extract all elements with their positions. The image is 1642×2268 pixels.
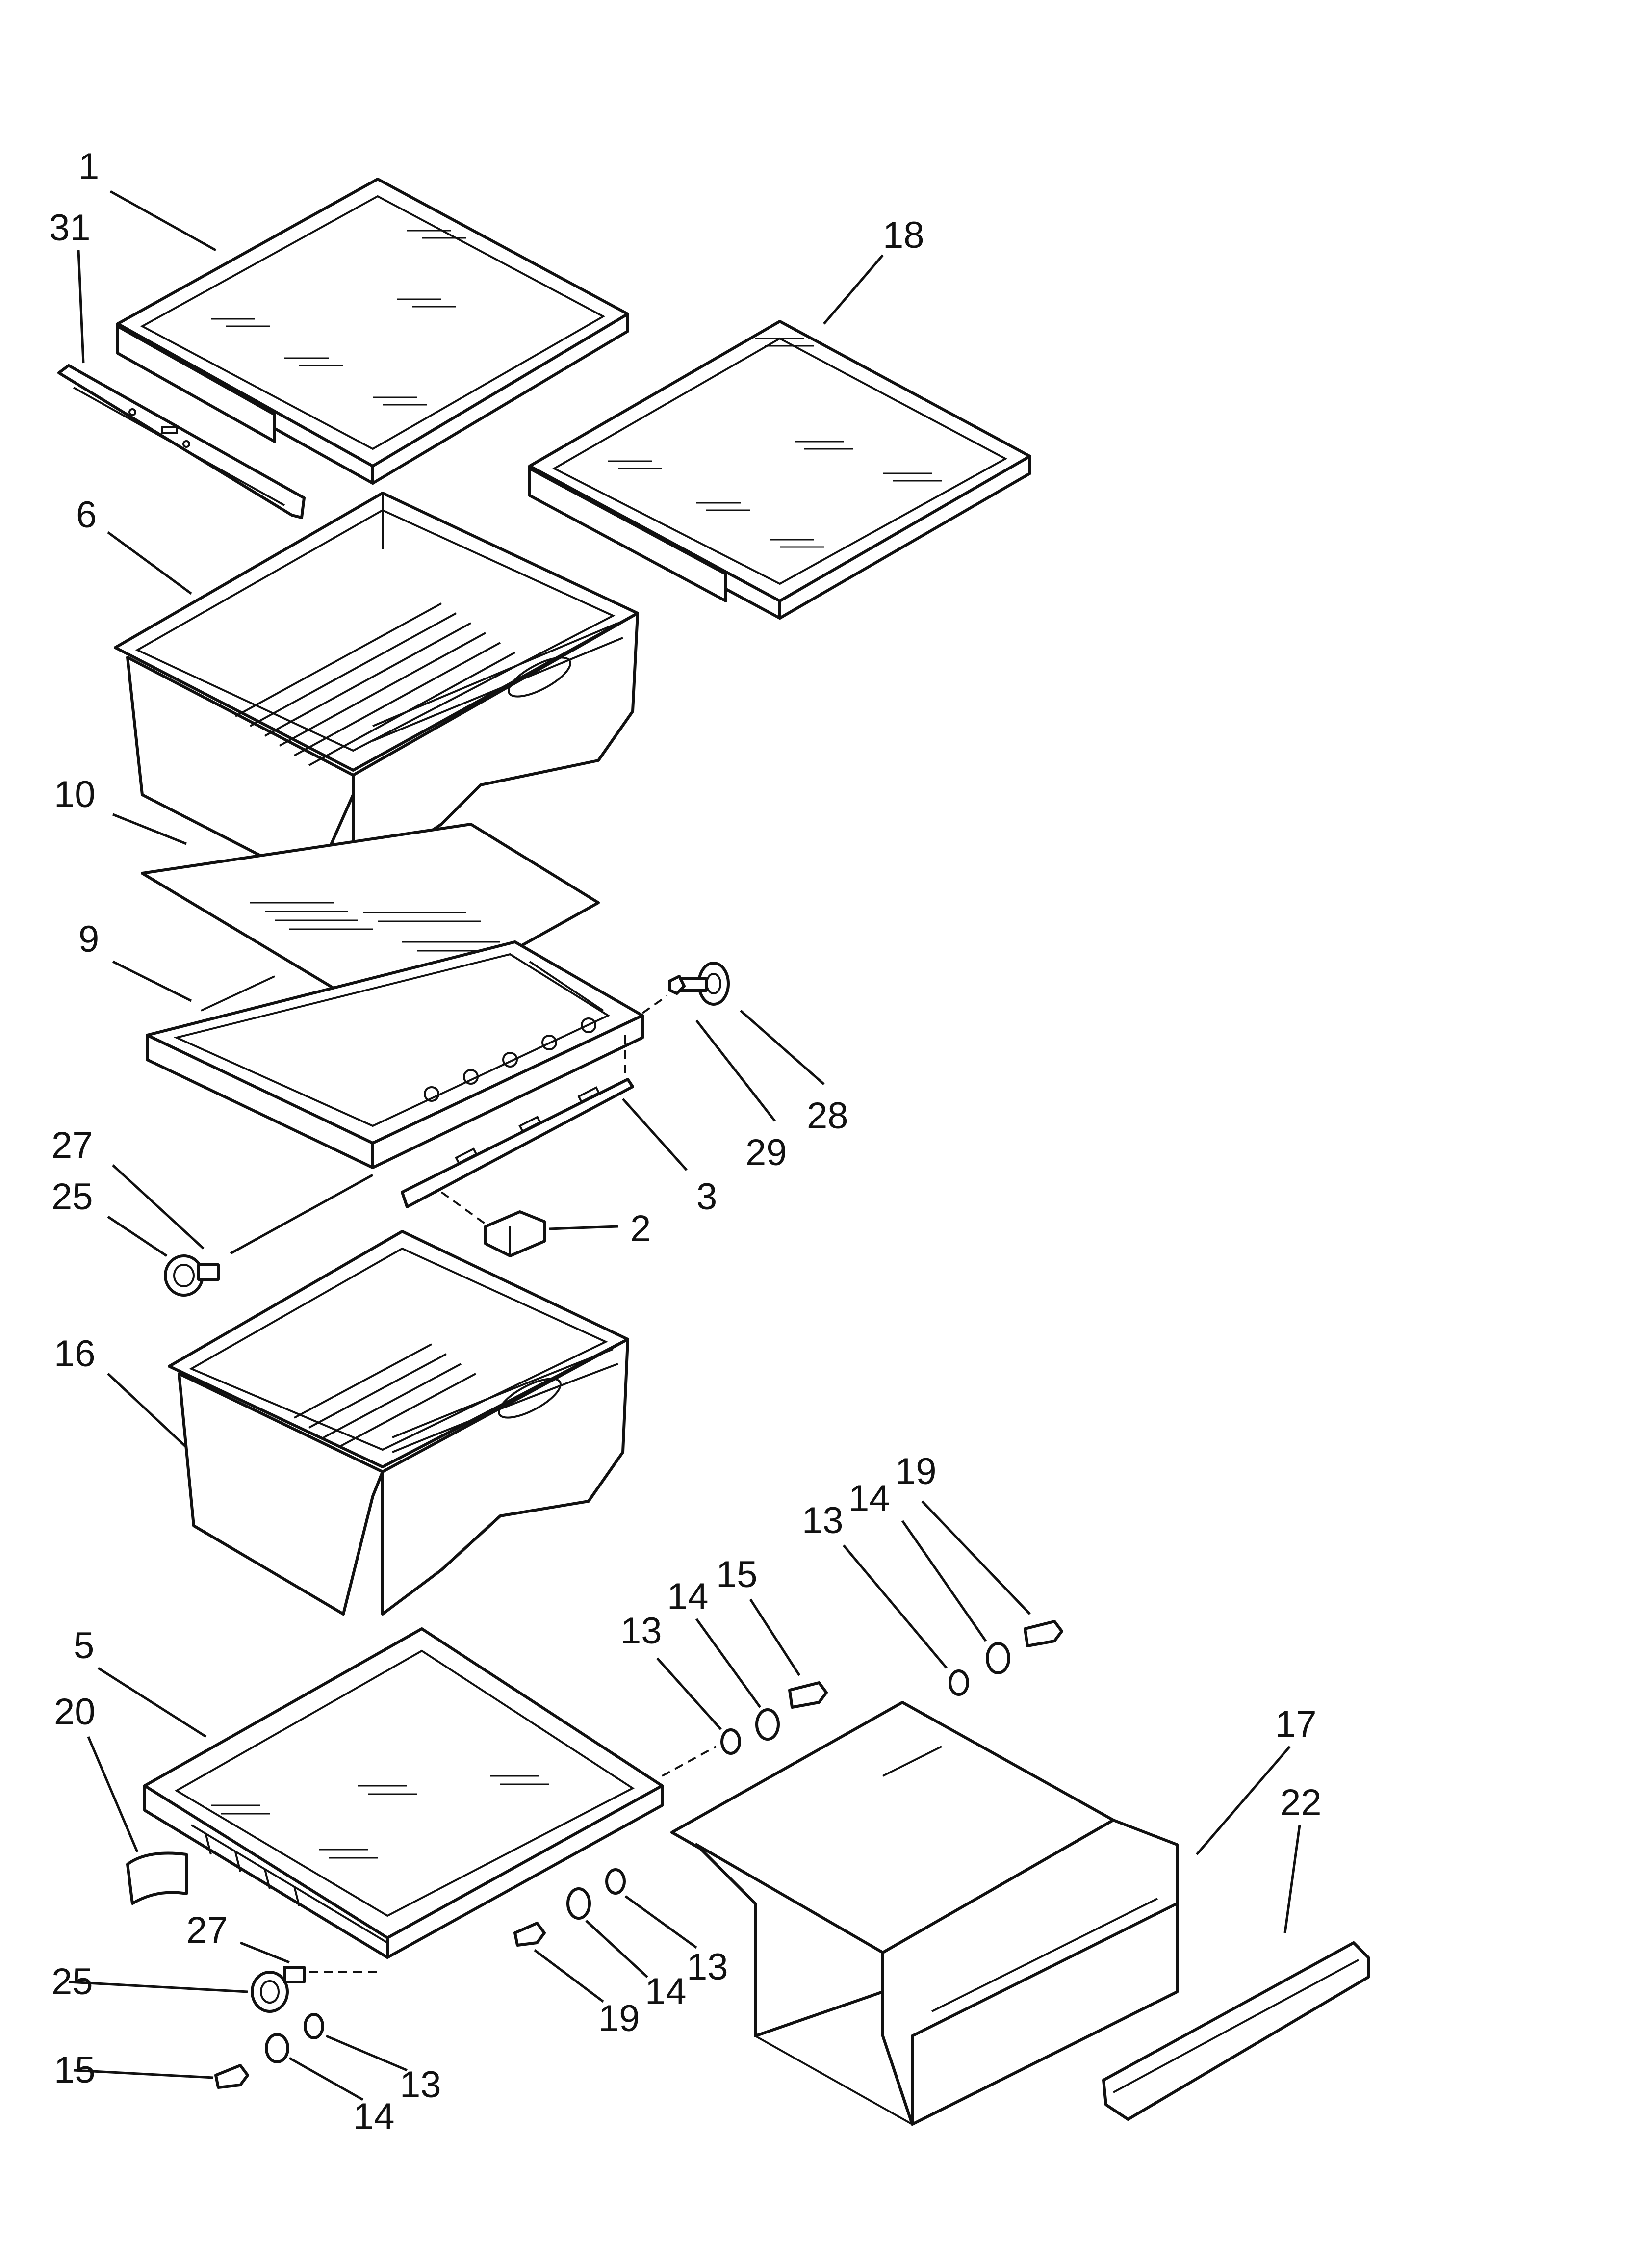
callout-31: 31 <box>49 207 91 249</box>
callout-13-lower: 13 <box>400 2064 441 2106</box>
callout-9: 9 <box>78 918 99 960</box>
part-6-crisper-upper <box>114 492 639 885</box>
callout-1: 1 <box>78 146 99 187</box>
callout-6: 6 <box>76 494 97 536</box>
callout-27-lower: 27 <box>186 1909 228 1951</box>
part-2-clip <box>440 1191 546 1257</box>
callout-19-lower: 19 <box>598 1998 640 2039</box>
part-18-shelf-right <box>528 320 1031 620</box>
callout-13-middle: 13 <box>620 1610 662 1652</box>
callout-25-upper: 25 <box>51 1176 93 1218</box>
callout-18: 18 <box>883 214 924 256</box>
callout-22: 22 <box>1280 1782 1322 1824</box>
callout-13-upper: 13 <box>802 1500 844 1541</box>
callout-17: 17 <box>1275 1703 1317 1745</box>
callout-16: 16 <box>54 1333 96 1375</box>
callout-10: 10 <box>54 774 96 815</box>
part-20-cover-cap <box>126 1851 188 1905</box>
part-28-29-roller <box>641 962 730 1014</box>
part-31-shelf-rail <box>57 364 306 519</box>
callout-14-lower: 14 <box>353 2096 395 2138</box>
part-17-pantry-drawer <box>670 1701 1179 2126</box>
leader-lines <box>68 190 1301 2101</box>
callout-5: 5 <box>74 1625 94 1667</box>
part-22-drawer-handle <box>1102 1941 1370 2121</box>
callout-20: 20 <box>54 1691 96 1733</box>
callout-15-lower: 15 <box>54 2049 96 2091</box>
part-16-crisper-lower <box>168 1230 629 1616</box>
part-9-cover-frame <box>146 940 644 1169</box>
part-3-support-rail <box>401 1035 634 1208</box>
callout-19-upper: 19 <box>895 1451 937 1492</box>
callout-13-lower-mid: 13 <box>687 1946 728 1988</box>
callout-28: 28 <box>807 1095 848 1137</box>
part-25-27-wheel-upper <box>164 1173 374 1297</box>
callout-14-middle: 14 <box>667 1576 709 1617</box>
hardware-cluster <box>214 1620 1063 2089</box>
callout-14-lower-mid: 14 <box>645 1971 687 2012</box>
callout-14-upper: 14 <box>848 1478 890 1519</box>
callout-labels: 1 31 18 6 10 9 28 29 3 2 27 25 16 19 14 … <box>49 146 1322 2138</box>
callout-3: 3 <box>696 1176 717 1218</box>
part-5-pantry-cover <box>143 1627 717 1959</box>
callout-27-upper: 27 <box>51 1124 93 1166</box>
callout-29: 29 <box>745 1132 787 1173</box>
part-1-shelf-left <box>116 178 629 485</box>
callout-2: 2 <box>630 1208 651 1250</box>
callout-25-lower: 25 <box>51 1961 93 2003</box>
callout-15-middle: 15 <box>716 1554 758 1595</box>
